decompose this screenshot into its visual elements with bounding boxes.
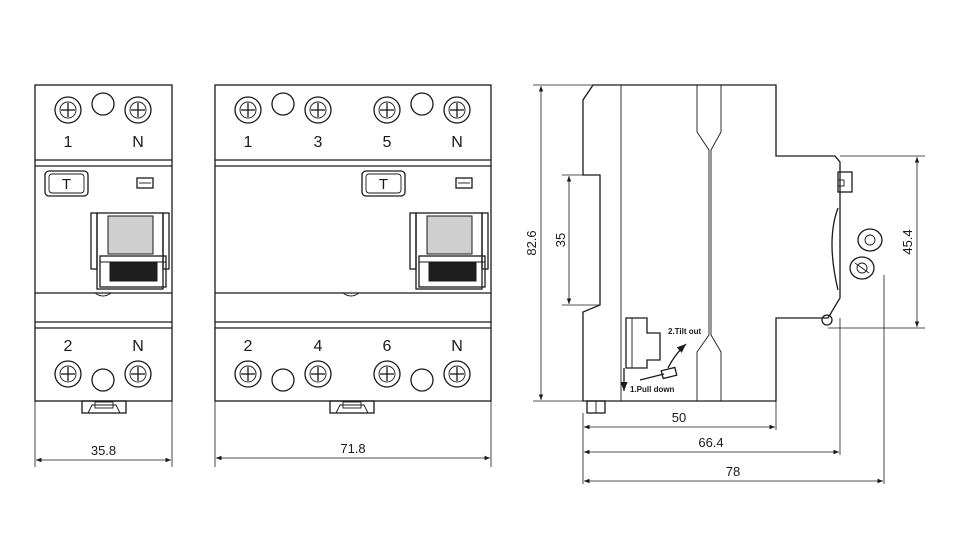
terminal-screw-icon (124, 96, 152, 124)
depth-dimension-78: 78 (726, 464, 740, 479)
terminal-label: N (451, 134, 463, 151)
removal-instruction: 2.Tilt out 1.Pull down (620, 317, 702, 394)
depth-dimension-66: 66.4 (698, 435, 723, 450)
terminal-label: 3 (314, 134, 323, 151)
indicator-circle (91, 92, 115, 116)
terminal-label: 6 (383, 338, 392, 355)
screwdriver-icon (639, 366, 678, 381)
tilt-out-note: 2.Tilt out (668, 327, 702, 336)
indicator-circle (410, 368, 434, 392)
test-button-label: T (379, 176, 388, 193)
step-dimension: 45.4 (900, 229, 915, 254)
lever-knob (821, 171, 883, 326)
indicator-circle (271, 368, 295, 392)
terminal-screw-icon (234, 96, 262, 124)
height-dimension: 82.6 (524, 230, 539, 255)
din-clip (81, 400, 127, 414)
terminal-screw-icon (373, 360, 401, 388)
terminal-screw-icon (124, 360, 152, 388)
indicator-circle (410, 92, 434, 116)
terminal-screw-icon (443, 96, 471, 124)
indicator-circle (271, 92, 295, 116)
status-window (455, 177, 473, 189)
toggle-lever[interactable] (90, 212, 170, 290)
terminal-screw-icon (373, 96, 401, 124)
width-dimension: 71.8 (340, 441, 365, 456)
test-button-label: T (62, 176, 71, 193)
front-view-2pole: 1 N T 2 N (34, 84, 173, 467)
indicator-circle (91, 368, 115, 392)
terminal-label: 1 (244, 134, 253, 151)
terminal-screw-icon (304, 96, 332, 124)
terminal-screw-icon (54, 360, 82, 388)
rail-dimension: 35 (553, 233, 568, 247)
terminal-label: 4 (314, 338, 323, 355)
terminal-label: 2 (244, 338, 253, 355)
terminal-label: N (132, 134, 144, 151)
terminal-label: N (132, 338, 144, 355)
terminal-screw-icon (443, 360, 471, 388)
side-view: 2.Tilt out 1.Pull down 82.6 35 45.4 50 6… (524, 84, 925, 484)
terminal-label: N (451, 338, 463, 355)
terminal-label: 2 (64, 338, 73, 355)
terminal-label: 1 (64, 134, 73, 151)
pull-down-note: 1.Pull down (630, 385, 675, 394)
status-window (136, 177, 154, 189)
toggle-lever[interactable] (409, 212, 489, 290)
front-view-4pole: 1 3 5 N T 2 4 6 N (214, 84, 492, 467)
terminal-screw-icon (304, 360, 332, 388)
terminal-screw-icon (54, 96, 82, 124)
terminal-screw-icon (234, 360, 262, 388)
depth-dimension-50: 50 (672, 410, 686, 425)
width-dimension: 35.8 (91, 443, 116, 458)
din-clip-side (586, 400, 606, 414)
din-clip (329, 400, 375, 414)
test-button[interactable]: T (361, 170, 406, 197)
terminal-label: 5 (383, 134, 392, 151)
test-button[interactable]: T (44, 170, 89, 197)
